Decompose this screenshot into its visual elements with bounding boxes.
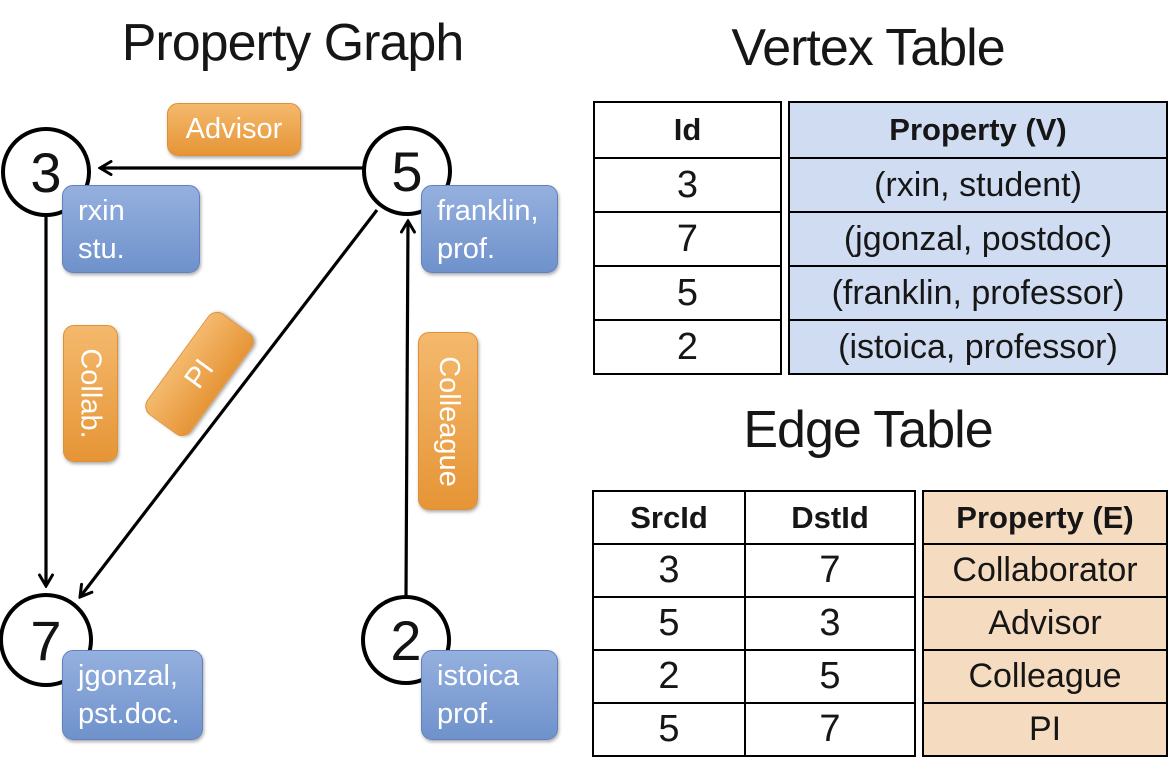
- edge-arrow-2-to-5: [406, 221, 408, 597]
- table-cell: Colleague: [922, 649, 1168, 704]
- table-cell: (istoica, professor): [788, 319, 1168, 375]
- vertex-property-line: prof.: [437, 697, 496, 730]
- vertex-property-box-3: rxin stu.: [62, 185, 200, 273]
- vertex-property-box-7: jgonzal, pst.doc.: [62, 650, 203, 740]
- vertex-table: Id 3 7 5 2 Property (V) (rxin, student) …: [593, 101, 1168, 375]
- vertex-table-property-column: Property (V) (rxin, student) (jgonzal, p…: [788, 101, 1168, 375]
- column-header: DstId: [744, 490, 916, 545]
- vertex-id-label: 2: [390, 608, 422, 672]
- vertex-id-label: 3: [30, 140, 62, 204]
- edge-label-text: PI: [178, 353, 221, 395]
- table-cell: 5: [744, 649, 916, 704]
- vertex-property-box-5: franklin, prof.: [421, 185, 558, 273]
- edge-label-collab: Collab.: [63, 325, 118, 462]
- table-cell: 5: [593, 265, 782, 321]
- table-cell: 7: [744, 702, 916, 757]
- vertex-property-line: istoica: [437, 660, 520, 692]
- table-cell: 2: [592, 649, 746, 704]
- vertex-table-title: Vertex Table: [731, 19, 1005, 77]
- edge-label-colleague: Colleague: [418, 332, 478, 510]
- edge-table-id-columns: SrcId 3 5 2 5 DstId 7 3 5 7: [592, 490, 916, 757]
- vertex-property-line: rxin: [78, 195, 125, 227]
- vertex-table-id-column: Id 3 7 5 2: [593, 101, 782, 375]
- table-cell: (franklin, professor): [788, 265, 1168, 321]
- edge-label-text: Colleague: [432, 355, 465, 487]
- edge-table-title: Edge Table: [743, 401, 993, 459]
- vertex-id-label: 7: [30, 608, 62, 672]
- vertex-property-line: prof.: [437, 232, 496, 265]
- table-cell: (jgonzal, postdoc): [788, 211, 1168, 267]
- table-cell: 3: [744, 596, 916, 651]
- table-cell: 2: [593, 319, 782, 375]
- table-cell: 7: [744, 543, 916, 598]
- property-graph-title: Property Graph: [121, 14, 465, 72]
- column-header: Id: [593, 101, 782, 159]
- vertex-node-2: 2: [361, 595, 451, 685]
- edge-table-property-column: Property (E) Collaborator Advisor Collea…: [922, 490, 1168, 757]
- edge-table: SrcId 3 5 2 5 DstId 7 3 5 7 Property (E)…: [592, 490, 1168, 757]
- edge-arrow-5-to-7: [80, 209, 379, 597]
- table-cell: 5: [592, 702, 746, 757]
- vertex-id-label: 5: [391, 139, 423, 203]
- table-cell: 3: [592, 543, 746, 598]
- graph-edges-svg: [0, 0, 585, 760]
- vertex-property-line: stu.: [78, 232, 125, 265]
- column-header: Property (V): [788, 101, 1168, 159]
- vertex-property-line: jgonzal,: [78, 660, 178, 692]
- edge-table-srcid-column: SrcId 3 5 2 5: [592, 490, 746, 757]
- table-cell: 5: [592, 596, 746, 651]
- vertex-property-line: franklin,: [437, 195, 539, 227]
- edge-label-advisor: Advisor: [167, 103, 301, 156]
- table-cell: Collaborator: [922, 543, 1168, 598]
- table-cell: Advisor: [922, 596, 1168, 651]
- edge-label-text: Collab.: [75, 348, 107, 439]
- vertex-node-5: 5: [362, 126, 452, 216]
- table-cell: PI: [922, 702, 1168, 757]
- edge-table-dstid-column: DstId 7 3 5 7: [744, 490, 916, 757]
- vertex-property-box-2: istoica prof.: [421, 650, 558, 740]
- column-header: Property (E): [922, 490, 1168, 545]
- edge-label-text: Advisor: [185, 113, 283, 145]
- table-cell: (rxin, student): [788, 157, 1168, 213]
- table-cell: 7: [593, 211, 782, 267]
- table-cell: 3: [593, 157, 782, 213]
- vertex-property-line: pst.doc.: [78, 697, 180, 730]
- column-header: SrcId: [592, 490, 746, 545]
